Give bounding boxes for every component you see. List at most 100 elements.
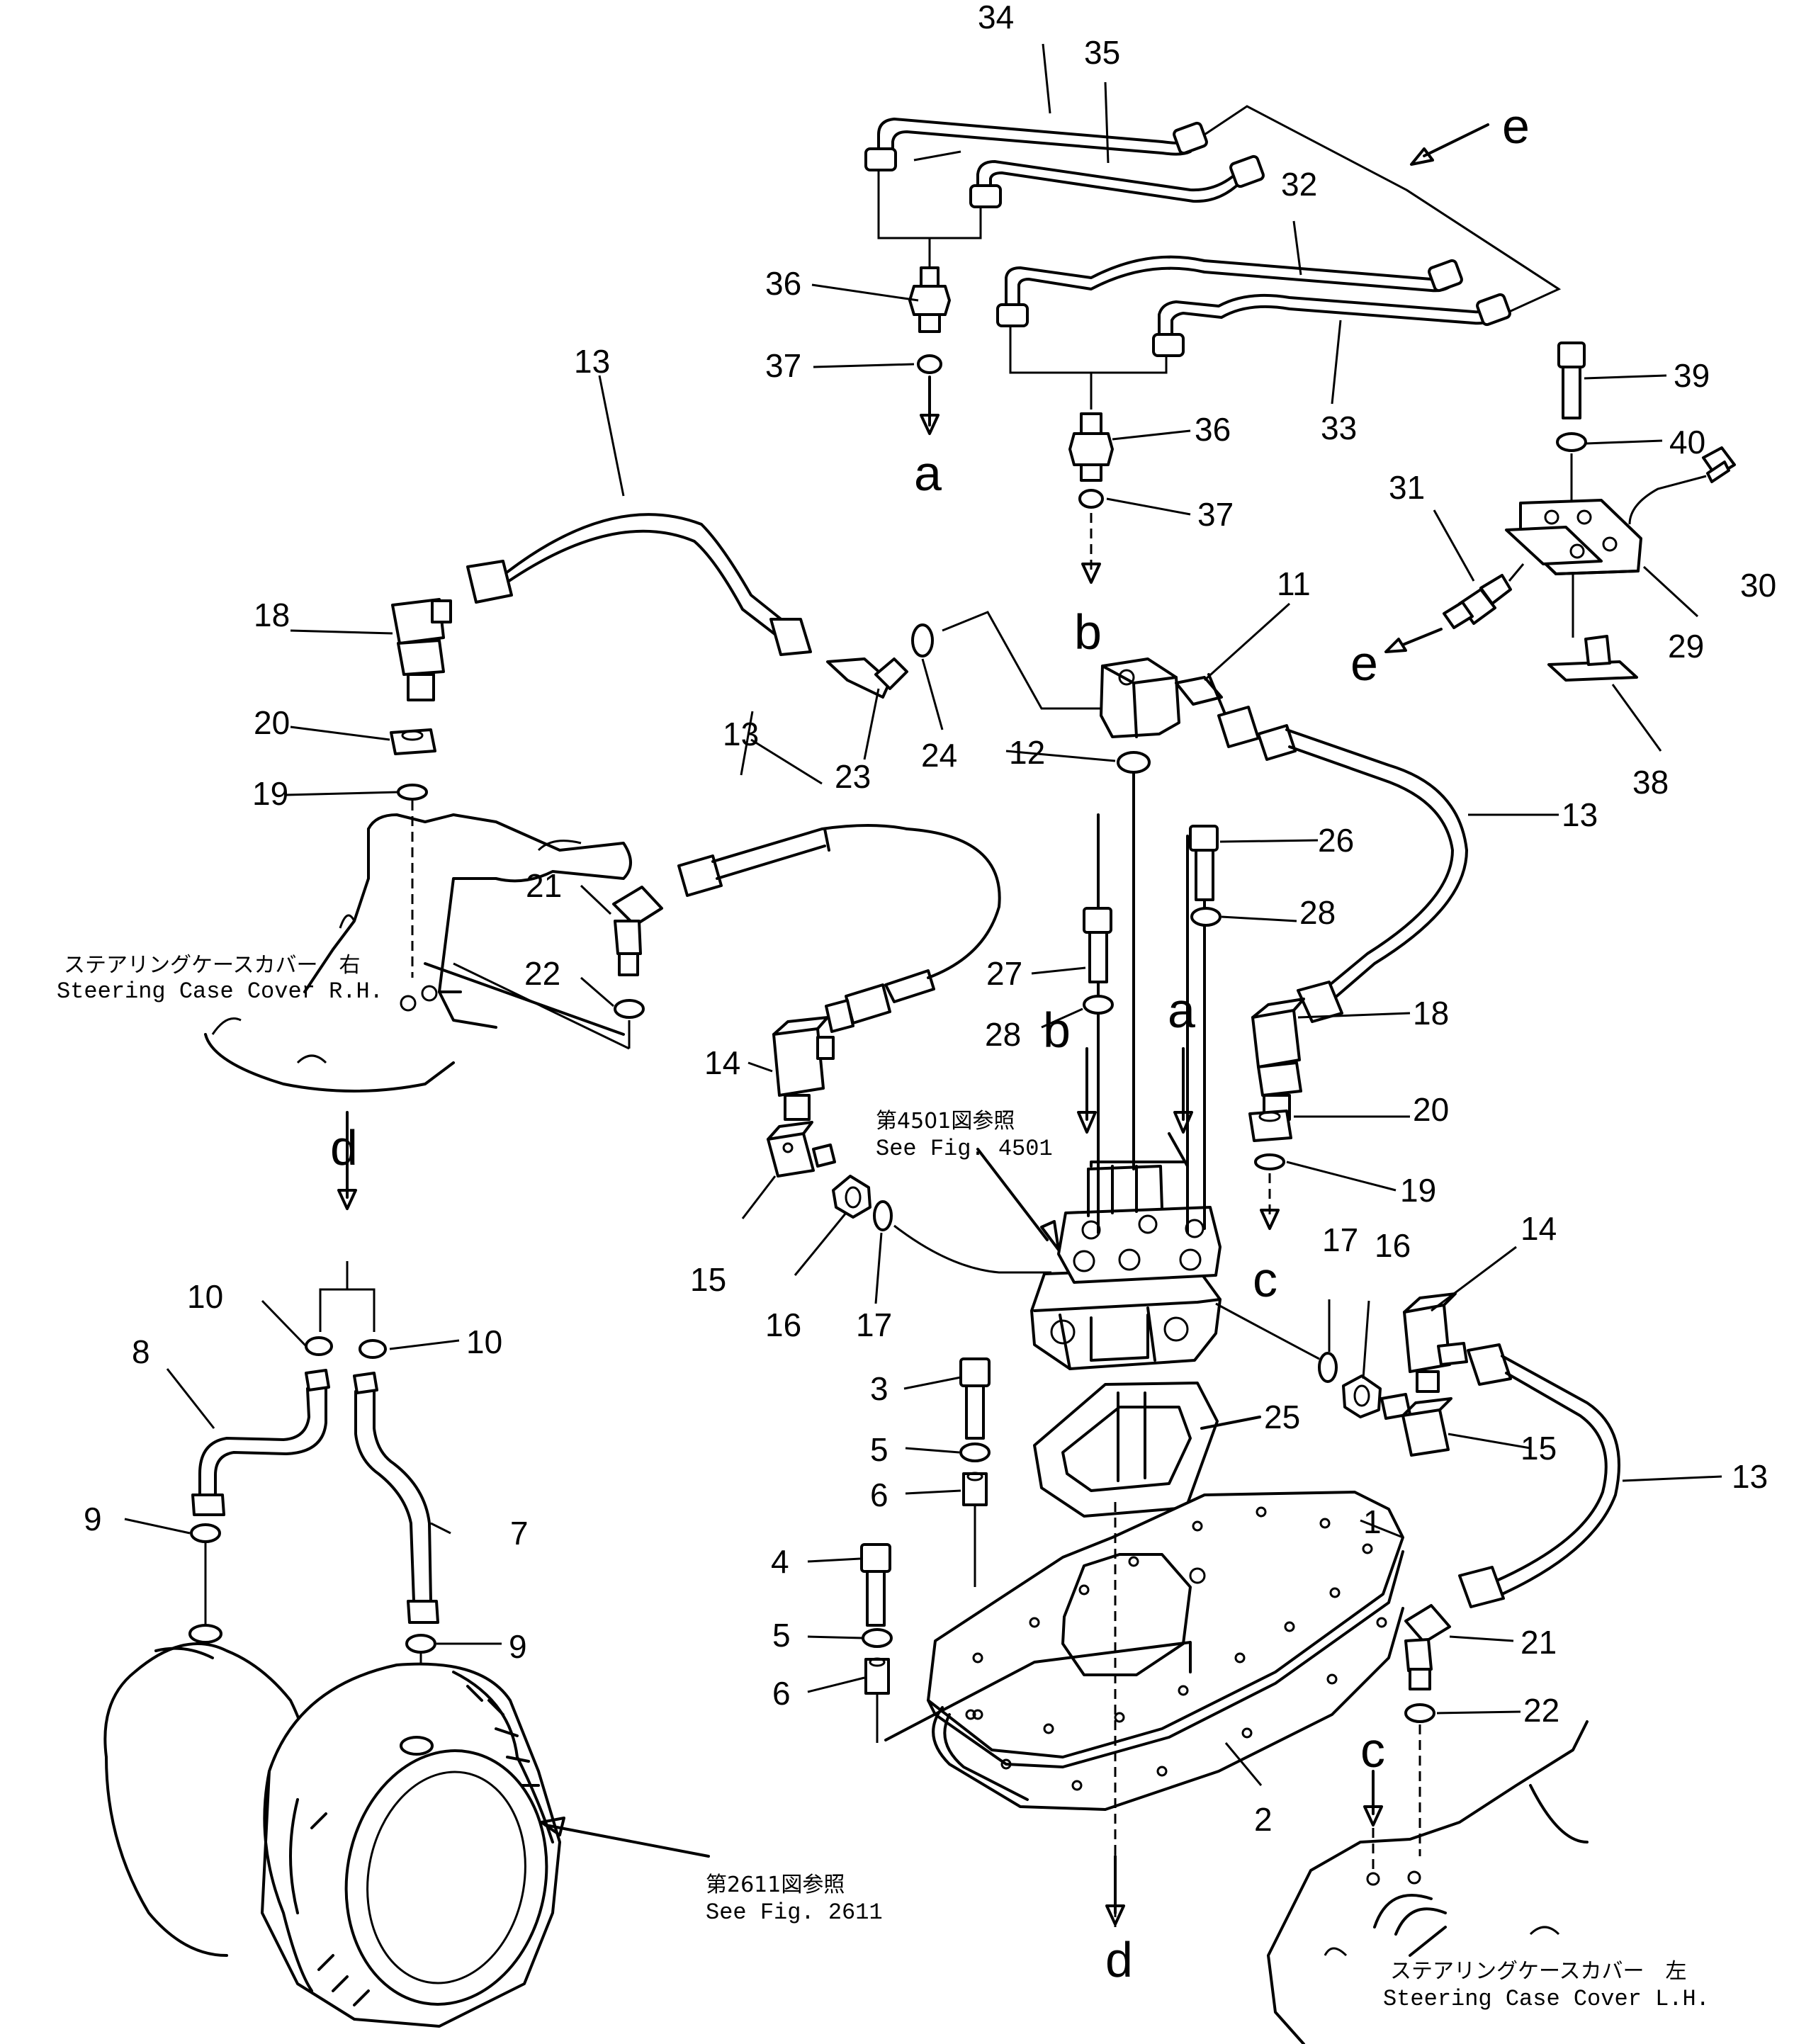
bracket-38 bbox=[1547, 574, 1638, 682]
fitting-30 bbox=[1702, 446, 1736, 483]
oring-24 bbox=[911, 623, 934, 657]
oring-19-left bbox=[397, 784, 428, 801]
label-28a: 28 bbox=[1299, 894, 1336, 931]
tube-33 bbox=[1152, 293, 1511, 357]
label-4: 4 bbox=[771, 1543, 789, 1580]
label-20a: 20 bbox=[254, 704, 290, 741]
hose-13-lower-right bbox=[1458, 1343, 1620, 1608]
oring-17-right bbox=[1318, 1352, 1338, 1383]
label-32: 32 bbox=[1281, 166, 1317, 203]
label-20b: 20 bbox=[1413, 1091, 1449, 1128]
label-5a: 5 bbox=[870, 1431, 888, 1468]
label-9a: 9 bbox=[84, 1501, 102, 1537]
nut-16-left bbox=[832, 1175, 871, 1219]
part-number-labels: 34 35 32 33 36 37 36 37 39 40 31 30 29 3… bbox=[84, 0, 1776, 1838]
label-13d: 13 bbox=[1732, 1458, 1768, 1495]
label-28b: 28 bbox=[985, 1016, 1021, 1053]
bolt-4 bbox=[860, 1543, 891, 1627]
letter-d-left: d bbox=[330, 1120, 358, 1175]
letter-b-mid: b bbox=[1043, 1003, 1071, 1058]
elbow-14-right bbox=[1403, 1292, 1468, 1393]
label-5b: 5 bbox=[772, 1617, 791, 1654]
label-3: 3 bbox=[870, 1370, 888, 1407]
oring-10-left bbox=[305, 1336, 333, 1356]
washer-5-bottom bbox=[862, 1628, 893, 1648]
bolt-3 bbox=[959, 1357, 991, 1440]
label-22a: 22 bbox=[524, 955, 560, 992]
label-18b: 18 bbox=[1413, 995, 1449, 1032]
label-8: 8 bbox=[132, 1333, 150, 1370]
letter-b-top: b bbox=[1074, 604, 1102, 660]
letter-c-right: c bbox=[1253, 1252, 1277, 1307]
label-1: 1 bbox=[1363, 1503, 1382, 1540]
label-30: 30 bbox=[1740, 567, 1776, 604]
oring-37a bbox=[917, 354, 942, 374]
letter-a-top: a bbox=[914, 446, 942, 501]
spacer-6-bottom bbox=[864, 1657, 890, 1695]
letter-e-side: e bbox=[1350, 636, 1378, 691]
oring-19-right bbox=[1254, 1153, 1285, 1170]
label-37b: 37 bbox=[1197, 496, 1234, 533]
bolt-39 bbox=[1557, 341, 1586, 419]
note-steering-rh-en: Steering Case Cover R.H. bbox=[57, 978, 383, 1005]
label-10b: 10 bbox=[466, 1323, 502, 1360]
label-24: 24 bbox=[921, 737, 957, 774]
elbow-21-right bbox=[1404, 1604, 1451, 1690]
label-17a: 17 bbox=[856, 1306, 892, 1343]
block-11 bbox=[1100, 657, 1223, 738]
elbow-14-left bbox=[772, 1016, 835, 1121]
fitting-31 bbox=[1443, 574, 1512, 629]
label-36a: 36 bbox=[765, 265, 801, 302]
label-18a: 18 bbox=[254, 597, 290, 633]
elbow-15-right bbox=[1380, 1393, 1452, 1457]
elbow-21-left bbox=[612, 886, 663, 976]
tube-35 bbox=[969, 154, 1265, 208]
label-9b: 9 bbox=[509, 1628, 527, 1665]
cover-plate-1 bbox=[927, 1491, 1404, 1768]
label-15b: 15 bbox=[1521, 1430, 1557, 1467]
label-19a: 19 bbox=[252, 775, 288, 812]
label-39: 39 bbox=[1674, 357, 1710, 394]
oring-12 bbox=[1117, 751, 1151, 774]
label-36b: 36 bbox=[1195, 411, 1231, 448]
label-26: 26 bbox=[1318, 822, 1354, 859]
block-29 bbox=[1505, 499, 1642, 575]
label-35: 35 bbox=[1084, 34, 1120, 71]
tube-32 bbox=[996, 255, 1463, 327]
gasket-25 bbox=[1033, 1382, 1219, 1518]
note-fig4501-en: See Fig. 4501 bbox=[876, 1136, 1053, 1162]
oring-9-left bbox=[190, 1523, 221, 1543]
label-21b: 21 bbox=[1521, 1624, 1557, 1661]
label-10a: 10 bbox=[187, 1278, 223, 1315]
bolt-27 bbox=[1083, 907, 1112, 983]
fitting-36b bbox=[1068, 412, 1114, 482]
label-14b: 14 bbox=[1521, 1210, 1557, 1247]
note-steering-rh-jp: ステアリングケースカバー 右 bbox=[64, 953, 361, 978]
label-37a: 37 bbox=[765, 347, 801, 384]
steering-case-cover-rh bbox=[204, 813, 632, 1092]
letter-d-bottom: d bbox=[1105, 1932, 1133, 1987]
note-steering-lh-jp: ステアリングケースカバー 左 bbox=[1390, 1959, 1687, 1984]
label-2: 2 bbox=[1254, 1801, 1273, 1838]
label-16b: 16 bbox=[1375, 1227, 1411, 1264]
label-25: 25 bbox=[1264, 1399, 1300, 1435]
label-38: 38 bbox=[1632, 764, 1669, 801]
label-13c: 13 bbox=[723, 716, 759, 752]
washer-40 bbox=[1556, 432, 1587, 452]
note-fig2611-jp: 第2611図参照 bbox=[706, 1873, 845, 1897]
tube-8 bbox=[191, 1369, 330, 1516]
letter-a-mid: a bbox=[1168, 983, 1195, 1038]
oring-9-right bbox=[405, 1634, 436, 1654]
gasket-2 bbox=[932, 1607, 1404, 1811]
nut-20-right bbox=[1248, 1109, 1292, 1142]
oring-22-right bbox=[1404, 1703, 1435, 1723]
nut-16-right bbox=[1342, 1374, 1382, 1418]
label-11: 11 bbox=[1277, 565, 1311, 602]
note-fig2611-en: See Fig. 2611 bbox=[706, 1899, 883, 1926]
note-fig4501-jp: 第4501図参照 bbox=[876, 1109, 1015, 1134]
hose-13-upper bbox=[466, 513, 812, 656]
label-12: 12 bbox=[1009, 734, 1045, 771]
label-17b: 17 bbox=[1322, 1221, 1358, 1258]
fitting-36a bbox=[908, 266, 951, 333]
